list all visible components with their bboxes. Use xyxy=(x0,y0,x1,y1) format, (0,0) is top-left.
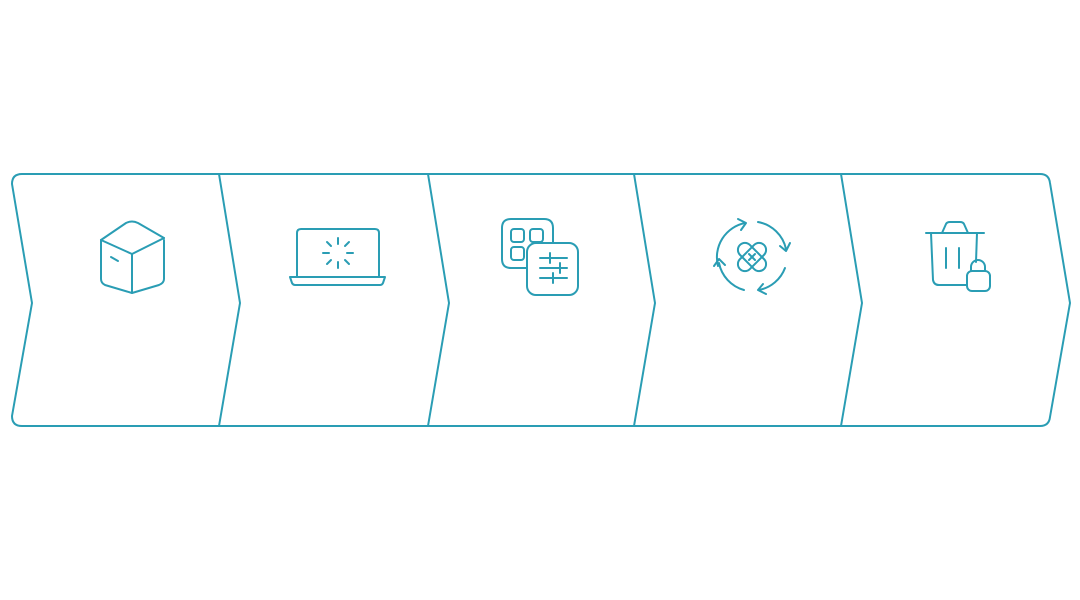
step-3 xyxy=(501,218,579,296)
apps-settings-icon xyxy=(501,218,579,296)
stage-divider-3 xyxy=(633,173,656,427)
flow-outer-outline xyxy=(11,173,1071,427)
patch-sync-icon xyxy=(713,218,791,295)
step-2 xyxy=(289,228,386,286)
laptop-loading-icon xyxy=(289,228,386,286)
stage-divider-2 xyxy=(427,173,450,427)
trash-lock-icon xyxy=(925,221,991,292)
stage-outlines xyxy=(11,173,1071,427)
step-1 xyxy=(100,220,165,294)
stage-divider-4 xyxy=(840,173,863,427)
step-5 xyxy=(925,221,991,292)
step-4 xyxy=(713,218,791,295)
package-box-icon xyxy=(100,220,165,294)
stage-divider-1 xyxy=(218,173,241,427)
